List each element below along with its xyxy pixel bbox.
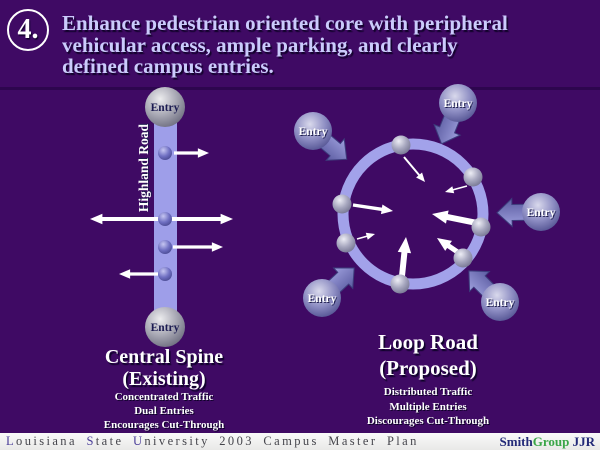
inward-arrow-head	[445, 186, 455, 194]
loop-road-caption: Loop Road (Proposed) Distributed Traffic…	[321, 329, 535, 429]
slide-number: 4.	[17, 14, 39, 45]
crossing-arrow-head	[119, 269, 131, 279]
slide-title-line: Enhance pedestrian oriented core with pe…	[62, 11, 508, 35]
entry-label: Entry	[486, 297, 515, 309]
highland-road-label-shadow: Highland Road	[137, 122, 152, 211]
entry-sphere	[522, 193, 560, 231]
spine-node	[158, 240, 172, 254]
note-line: Multiple Entries	[389, 400, 467, 413]
footer-accent-letter: U	[132, 434, 145, 448]
ring-node	[332, 194, 352, 214]
footer-text-segment: 2003 Campus Master Plan	[219, 434, 419, 448]
spine-node	[158, 146, 172, 160]
entry-label: Entry	[151, 322, 180, 334]
crossing-arrow-head	[211, 242, 223, 252]
entry-label: Entry	[527, 207, 556, 219]
inward-arrow	[403, 156, 421, 177]
inward-arrow	[356, 235, 368, 240]
footer-brand-logo: SmithGroup JJR	[500, 434, 595, 450]
footer-bar: Louisiana State University 2003 Campus M…	[0, 433, 600, 450]
footer-text-segment: tate	[95, 434, 133, 448]
brand-segment: Smith	[499, 433, 533, 449]
central-spine-subtitle: (Existing)	[122, 368, 206, 390]
footer-title: Louisiana State University 2003 Campus M…	[6, 434, 419, 449]
inward-arrow-head	[432, 210, 449, 224]
entry-sphere	[145, 307, 185, 347]
loop-ring	[337, 138, 489, 290]
ring-node	[453, 248, 473, 268]
note-line: Concentrated Traffic	[114, 391, 214, 403]
inward-arrow-head	[365, 232, 375, 240]
note-line: Encourages Cut-Through	[103, 418, 225, 431]
slide-number-badge: 4.	[7, 9, 49, 51]
central-spine-notes: Concentrated Traffic Dual Entries Encour…	[57, 391, 271, 432]
note-line: Discourages Cut-Through	[366, 415, 490, 428]
slide-title-line: vehicular access, ample parking, and cle…	[62, 32, 458, 57]
highland-road-label: Highland Road	[136, 123, 151, 212]
note-line: Distributed Traffic	[383, 386, 473, 398]
entry-label-shadow: Entry	[528, 208, 557, 220]
ring-node	[391, 135, 411, 155]
footer-text-segment: niversity	[144, 434, 220, 448]
inward-arrow	[452, 185, 468, 191]
entry-sphere	[145, 87, 185, 127]
inward-arrow-head	[437, 238, 452, 251]
inward-arrow	[352, 203, 383, 212]
footer-accent-letter: S	[86, 434, 96, 448]
entry-sphere	[303, 279, 341, 317]
loop-road-subtitle: (Proposed)	[379, 356, 477, 380]
entry-sphere	[481, 283, 519, 321]
central-spine-caption: Central Spine (Existing) Concentrated Tr…	[57, 347, 271, 432]
entry-sphere	[439, 84, 477, 122]
entry-label: Entry	[299, 126, 328, 138]
inward-arrow-head	[397, 237, 412, 254]
ring-node	[336, 233, 356, 253]
crossing-arrow-head	[90, 213, 103, 225]
loop-road-notes: Distributed Traffic Multiple Entries Dis…	[321, 385, 535, 429]
entry-label: Entry	[444, 98, 473, 110]
slide-title: Enhance pedestrian oriented core with pe…	[62, 11, 587, 78]
inward-arrow	[399, 251, 408, 277]
entry-label-shadow: Entry	[445, 99, 474, 111]
ring-node	[471, 217, 491, 237]
brand-segment: Group	[532, 433, 570, 449]
entry-sphere	[294, 112, 332, 150]
inward-arrow-head	[380, 204, 393, 215]
central-spine-title: Central Spine	[104, 346, 224, 368]
spine-node	[158, 212, 172, 226]
entry-label-shadow: Entry	[487, 298, 516, 310]
loop-road-diagram: EntryEntryEntryEntryEntryEntryEntryEntry…	[294, 84, 560, 321]
ring-node	[463, 167, 483, 187]
slide-title-line: defined campus entries.	[62, 54, 274, 78]
entry-label-shadow: Entry	[300, 127, 329, 139]
header-divider	[0, 87, 600, 90]
crossing-arrow-head	[220, 213, 233, 225]
entry-label: Entry	[151, 102, 180, 114]
entry-label-shadow: Entry	[309, 294, 338, 306]
inward-arrow-head	[416, 172, 425, 182]
ring-node	[390, 274, 410, 294]
note-line: Dual Entries	[134, 404, 194, 417]
crossing-arrow-head	[197, 148, 209, 158]
inward-arrow	[445, 213, 478, 226]
brand-segment: JJR	[569, 433, 595, 449]
footer-text-segment: ouisiana	[16, 434, 87, 448]
spine-node	[158, 267, 172, 281]
footer-accent-letter: L	[6, 434, 17, 448]
loop-road-title: Loop Road	[378, 330, 478, 354]
entry-label: Entry	[308, 293, 337, 305]
